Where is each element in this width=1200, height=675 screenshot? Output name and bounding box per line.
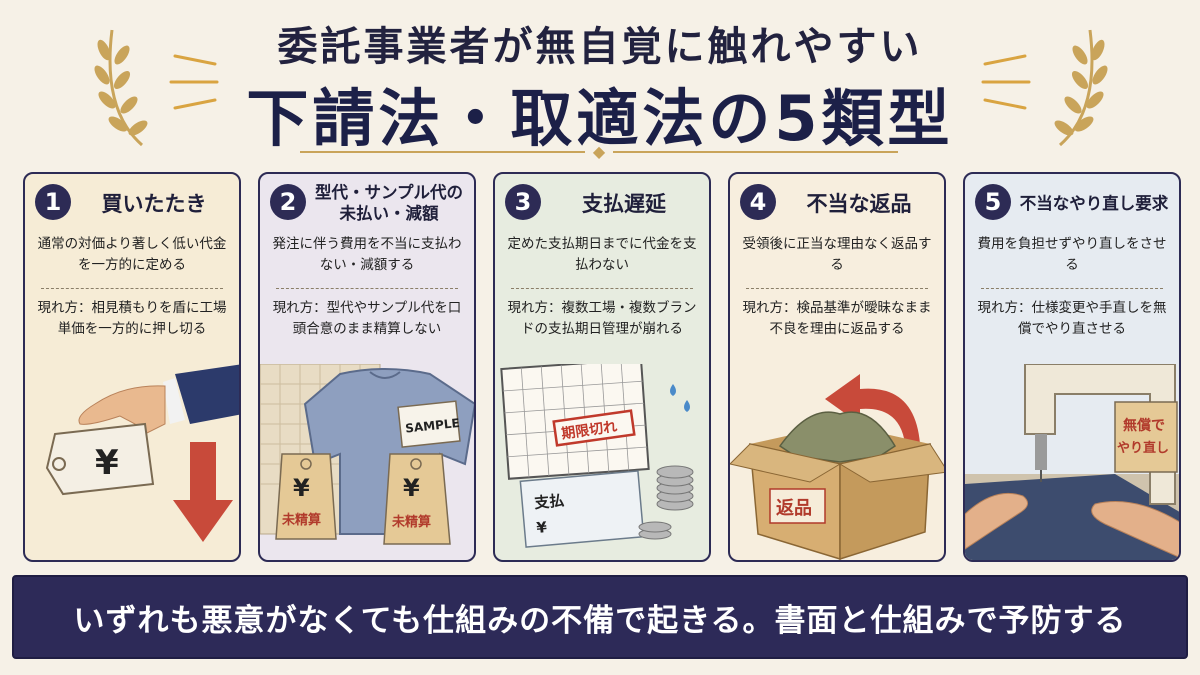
redo-tag-line2: やり直し	[1117, 440, 1169, 456]
card-number: 2	[270, 184, 306, 220]
card-sample-unpaid: 2 型代・サンプル代の未払い・減額 発注に伴う費用を不当に支払わない・減額する …	[258, 172, 476, 562]
card-title: 不当な返品	[806, 191, 912, 216]
card-title: 型代・サンプル代の未払い・減額	[314, 183, 463, 223]
calendar-icon: 期限切れ	[500, 364, 650, 480]
card-example: 現れ方：型代やサンプル代を口頭合意のまま精算しない	[272, 300, 462, 337]
payment-slip-yen: ¥	[536, 518, 549, 537]
card-number: 1	[35, 184, 71, 220]
tag-yen: ¥	[293, 474, 310, 502]
card-number: 5	[975, 184, 1011, 220]
card-example: 現れ方：複数工場・複数ブランドの支払期日管理が崩れる	[507, 300, 697, 337]
return-label: 返品	[776, 498, 812, 519]
card-example: 現れ方：相見積もりを盾に工場単価を一方的に押し切る	[37, 300, 227, 337]
diamond-icon: ◆	[592, 142, 606, 161]
tag-yen: ¥	[403, 474, 420, 502]
divider-right	[613, 151, 898, 153]
sample-tag-label: SAMPLE	[405, 416, 461, 436]
cardboard-box-icon: 返品	[730, 411, 944, 560]
card-number: 3	[505, 184, 541, 220]
card-title: 支払遅延	[582, 191, 666, 216]
card-divider	[276, 288, 458, 289]
card-divider	[41, 288, 223, 289]
down-arrow-icon	[173, 442, 233, 542]
card-late-payment: 3 支払遅延 定めた支払期日までに代金を支払わない 現れ方：複数工場・複数ブラン…	[493, 172, 711, 562]
card-example: 現れ方：検品基準が曖昧なまま不良を理由に返品する	[742, 300, 932, 337]
divider-left	[300, 151, 585, 153]
card-example: 現れ方：仕様変更や手直しを無償でやり直させる	[977, 300, 1167, 337]
card-description: 受領後に正当な理由なく返品する	[742, 236, 932, 273]
tag-unsettled: 未精算	[391, 514, 431, 530]
cards-grid: 1 買いたたき 通常の対価より著しく低い代金を一方的に定める 現れ方：相見積もり…	[23, 172, 1181, 564]
card-description: 発注に伴う費用を不当に支払わない・減額する	[272, 236, 462, 273]
overdue-stamp: 期限切れ	[560, 419, 618, 443]
tag-label: ¥	[95, 443, 119, 483]
laurel-left-icon	[94, 29, 148, 147]
yen-tag-icon: ¥ 未精算	[275, 453, 337, 540]
page-title: 下請法・取適法の5類型	[246, 82, 954, 155]
card-divider	[746, 288, 928, 289]
tag-unsettled: 未精算	[281, 512, 321, 528]
summary-banner: いずれも悪意がなくても仕組みの不備で起きる。書面と仕組みで予防する	[12, 575, 1188, 659]
header: 委託事業者が無自覚に触れやすい 下請法・取適法の5類型 ◆	[0, 0, 1200, 165]
return-arrow-icon	[825, 374, 920, 444]
card-description: 定めた支払期日までに代金を支払わない	[507, 236, 697, 273]
rays-right-icon	[981, 54, 1031, 110]
card-unfair-redo: 5 不当なやり直し要求 費用を負担せずやり直しをさせる 現れ方：仕様変更や手直し…	[963, 172, 1181, 562]
illustration-return-box: 返品	[730, 374, 944, 560]
card-divider	[981, 288, 1163, 289]
card-description: 費用を負担せずやり直しをさせる	[977, 236, 1167, 273]
subtitle: 委託事業者が無自覚に触れやすい	[277, 24, 923, 70]
laurel-right-icon	[1054, 29, 1108, 147]
illustration-price-cut: ¥	[45, 364, 239, 542]
yen-tag-icon: ¥	[45, 422, 155, 496]
coin-stack-icon	[638, 465, 694, 540]
card-buy-down: 1 買いたたき 通常の対価より著しく低い代金を一方的に定める 現れ方：相見積もり…	[23, 172, 241, 562]
redo-tag-line1: 無償で	[1123, 417, 1165, 434]
card-title: 不当なやり直し要求	[1019, 193, 1169, 213]
card-title: 買いたたき	[101, 191, 207, 216]
illustration-sewing-redo: 無償で やり直し	[965, 364, 1179, 560]
rays-left-icon	[169, 54, 219, 110]
card-unfair-return: 4 不当な返品 受領後に正当な理由なく返品する 現れ方：検品基準が曖昧なまま不良…	[728, 172, 946, 562]
payment-slip-label: 支払	[533, 492, 565, 513]
illustration-overdue-calendar: 期限切れ 支払 ¥	[500, 364, 694, 548]
illustration-sample-tags: SAMPLE ¥ 未精算 ¥ 未精算	[260, 364, 474, 545]
card-description: 通常の対価より著しく低い代金を一方的に定める	[37, 236, 227, 273]
card-divider	[511, 288, 693, 289]
card-number: 4	[740, 184, 776, 220]
yen-tag-icon: ¥ 未精算	[383, 453, 451, 545]
